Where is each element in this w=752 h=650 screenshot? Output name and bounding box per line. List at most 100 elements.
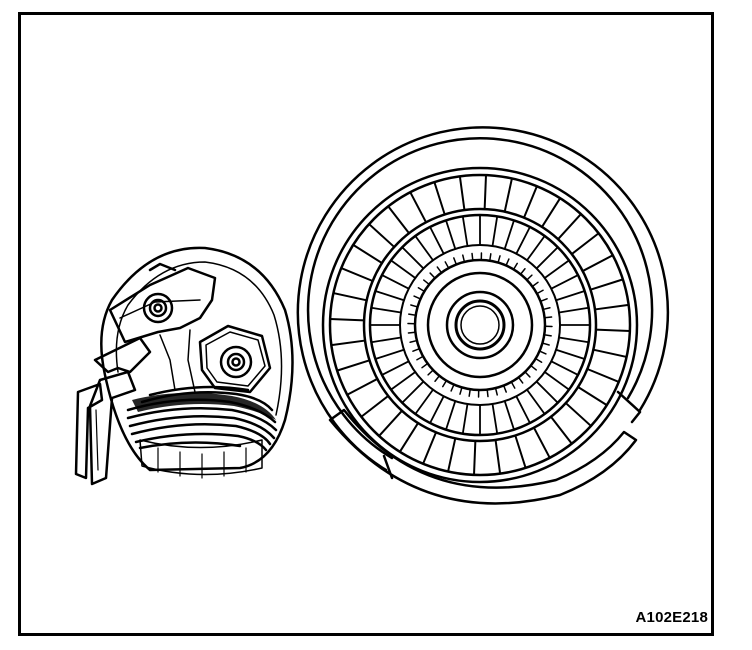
- winding-band: [139, 439, 263, 476]
- outer-blade-ring-inner: [328, 173, 632, 477]
- brush-housing: [74, 246, 294, 486]
- hub-tooth: [497, 255, 501, 264]
- outer-blade: [360, 394, 390, 418]
- hub-tooth: [408, 313, 417, 316]
- outer-blade: [447, 437, 457, 473]
- inner-blade: [370, 336, 402, 344]
- hub-tooth: [530, 364, 537, 371]
- hub-tooth: [519, 268, 526, 275]
- inner-blades: [369, 214, 591, 436]
- inner-blade: [414, 388, 434, 415]
- lower-guard-tab: [616, 390, 642, 424]
- inner-blade: [461, 403, 469, 435]
- hub-tooth: [543, 334, 552, 337]
- hub-tooth: [534, 357, 543, 363]
- outer-blade: [503, 177, 513, 213]
- hub-middle: [426, 271, 534, 379]
- outer-blade: [514, 434, 527, 469]
- hub-teeth: [407, 252, 553, 398]
- terminal-tab: [74, 382, 104, 480]
- brush-block: [93, 336, 152, 374]
- inner-blade: [461, 215, 469, 247]
- outer-blade: [352, 243, 383, 265]
- hub-tooth: [427, 369, 434, 376]
- hub-tooth: [429, 272, 436, 279]
- hub-bore-inner: [460, 305, 500, 345]
- outer-blade: [581, 254, 614, 273]
- brush-lead-2: [187, 329, 196, 393]
- outer-blade: [398, 422, 420, 453]
- hub-tooth: [489, 253, 492, 262]
- outer-blade: [577, 385, 608, 407]
- hub-tooth: [517, 376, 524, 384]
- hub-tooth: [442, 379, 448, 388]
- inner-blade: [550, 360, 579, 376]
- outer-blade: [368, 223, 396, 248]
- inner-blade: [535, 246, 559, 270]
- inner-blade: [491, 215, 499, 247]
- hub-tooth: [421, 362, 429, 369]
- inner-blade: [374, 348, 405, 360]
- housing-outline: [100, 246, 294, 472]
- hub-tooth: [423, 279, 430, 286]
- inner-blade: [370, 306, 402, 314]
- outer-blade: [346, 377, 379, 396]
- hub-bore: [454, 299, 506, 351]
- outer-blade: [593, 303, 630, 311]
- inner-blade: [550, 274, 579, 290]
- hub-tooth: [450, 383, 455, 392]
- hub-tooth: [444, 261, 450, 269]
- lower-guard-lip: [382, 454, 394, 480]
- inner-blade: [390, 259, 417, 279]
- outer-shield: [296, 126, 670, 472]
- hub-tooth: [541, 342, 550, 346]
- wire-shadow: [132, 392, 276, 420]
- outer-blade: [433, 181, 446, 216]
- inner-blade: [515, 395, 531, 424]
- hub-tooth: [407, 331, 417, 334]
- hub-tooth: [526, 274, 533, 281]
- brush-lead: [159, 334, 176, 391]
- outer-blade: [549, 415, 573, 445]
- inner-blade: [558, 306, 590, 314]
- outer-blade: [422, 431, 437, 465]
- inner-blade: [381, 360, 410, 376]
- inner-blade: [445, 400, 457, 431]
- outer-blade: [332, 292, 368, 302]
- hub-tooth: [531, 281, 539, 288]
- hub-tooth: [510, 381, 516, 389]
- hub-tooth: [468, 388, 471, 397]
- hub-tooth: [502, 384, 507, 393]
- outer-blade: [336, 359, 371, 372]
- outer-blade: [570, 232, 600, 256]
- hub-tooth: [416, 355, 424, 361]
- inner-blade: [414, 235, 434, 262]
- outer-blade: [589, 278, 624, 291]
- hub-tooth: [462, 254, 466, 263]
- middle-ring-outer: [362, 207, 598, 443]
- hub-tooth: [409, 339, 418, 343]
- inner-blade: [445, 219, 457, 250]
- inner-blade: [555, 290, 586, 302]
- inner-blade: [390, 371, 417, 391]
- terminal-bar: [88, 370, 137, 486]
- outer-blade: [523, 185, 538, 219]
- hub-tooth: [434, 375, 441, 382]
- outer-blade: [473, 439, 477, 476]
- hub-tooth: [538, 350, 547, 355]
- hub-ring: [445, 290, 515, 360]
- outer-blade: [557, 213, 582, 241]
- inner-blade: [401, 380, 425, 404]
- lower-guard: [328, 408, 638, 505]
- upper-bracket: [108, 266, 217, 344]
- inner-blade: [543, 371, 570, 391]
- inner-blade: [558, 336, 590, 344]
- outer-blade: [409, 191, 428, 224]
- outer-blade: [340, 267, 374, 282]
- hub-tooth: [459, 386, 463, 395]
- outer-blade: [564, 402, 592, 427]
- outer-blade: [387, 205, 411, 235]
- outer-shield-inner: [306, 137, 654, 460]
- outer-blade: [458, 175, 466, 212]
